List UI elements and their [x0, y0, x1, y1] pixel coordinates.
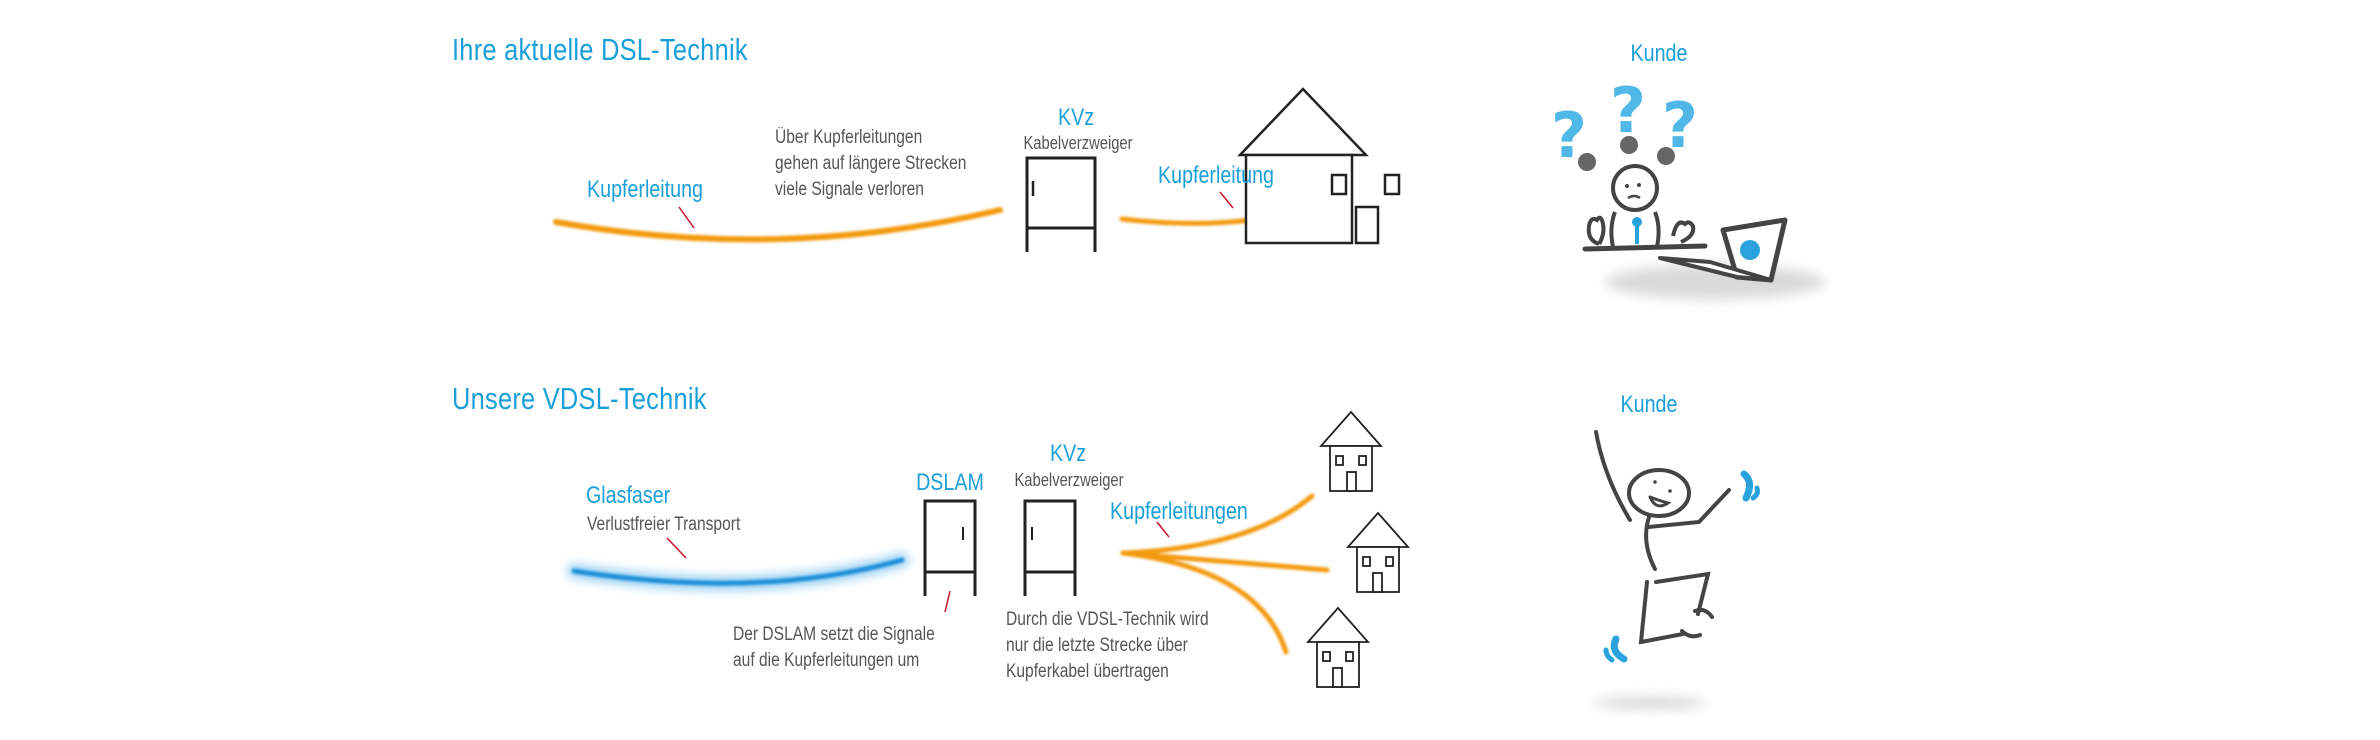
- note-line: auf die Kupferleitungen um: [733, 650, 920, 671]
- pointer-fiber: [666, 537, 687, 559]
- copper-line-long: [553, 207, 1003, 243]
- label-kvz-vdsl-sub: Kabelverzweiger: [1014, 470, 1124, 490]
- note-line: viele Signale verloren: [775, 179, 924, 200]
- kvz-cabinet-icon: [1023, 499, 1077, 596]
- label-kvz-vdsl: KVz: [1049, 440, 1087, 467]
- label-copper-line-1: Kupferleitung: [587, 176, 703, 203]
- dslam-cabinet-icon: [923, 499, 977, 596]
- fiber-line: [571, 557, 905, 586]
- note-line: Kupferkabel übertragen: [1006, 661, 1169, 682]
- pointer-copper-1: [678, 206, 695, 229]
- motion-marks-icon: [1603, 470, 1760, 663]
- section-title-vdsl: Unsere VDSL-Technik: [452, 381, 707, 416]
- label-kvz-sub: Kabelverzweiger: [1023, 133, 1133, 153]
- label-fiber: Glasfaser: [586, 482, 671, 509]
- confused-person-laptop-icon: ? ? ?: [1551, 74, 1825, 299]
- house-icon: [1237, 87, 1401, 245]
- label-customer-1: Kunde: [1630, 40, 1688, 67]
- label-kvz: KVz: [1057, 104, 1095, 131]
- section-title-dsl: Ihre aktuelle DSL-Technik: [452, 32, 748, 67]
- svg-text:?: ?: [1610, 74, 1646, 147]
- note-line: Der DSLAM setzt die Signale: [733, 624, 935, 645]
- note-line: nur die letzte Strecke über: [1006, 635, 1188, 656]
- label-dslam: DSLAM: [916, 469, 984, 496]
- note-dslam: Der DSLAM setzt die Signale auf die Kupf…: [733, 622, 935, 674]
- label-copper-lines: Kupferleitungen: [1110, 498, 1248, 525]
- note-line: gehen auf längere Strecken: [775, 153, 967, 174]
- note-line: Über Kupferleitungen: [775, 127, 923, 148]
- house-icon: [1319, 410, 1383, 492]
- note-vdsl: Durch die VDSL-Technik wird nur die letz…: [1006, 607, 1209, 685]
- happy-jumping-person-icon: [1594, 430, 1731, 709]
- note-signal-loss: Über Kupferleitungen gehen auf längere S…: [775, 125, 966, 203]
- house-icon: [1306, 606, 1370, 688]
- copper-lines-fan: [1120, 493, 1330, 655]
- pointer-copper-2: [1219, 191, 1234, 209]
- label-copper-line-2: Kupferleitung: [1158, 162, 1274, 189]
- house-icon: [1346, 511, 1410, 593]
- pointer-copper-fan: [1156, 521, 1170, 538]
- label-fiber-sub: Verlustfreier Transport: [587, 514, 741, 535]
- pointer-dslam: [944, 590, 951, 613]
- label-customer-2: Kunde: [1620, 391, 1678, 418]
- kvz-cabinet-icon: [1025, 156, 1097, 252]
- note-line: Durch die VDSL-Technik wird: [1006, 609, 1209, 630]
